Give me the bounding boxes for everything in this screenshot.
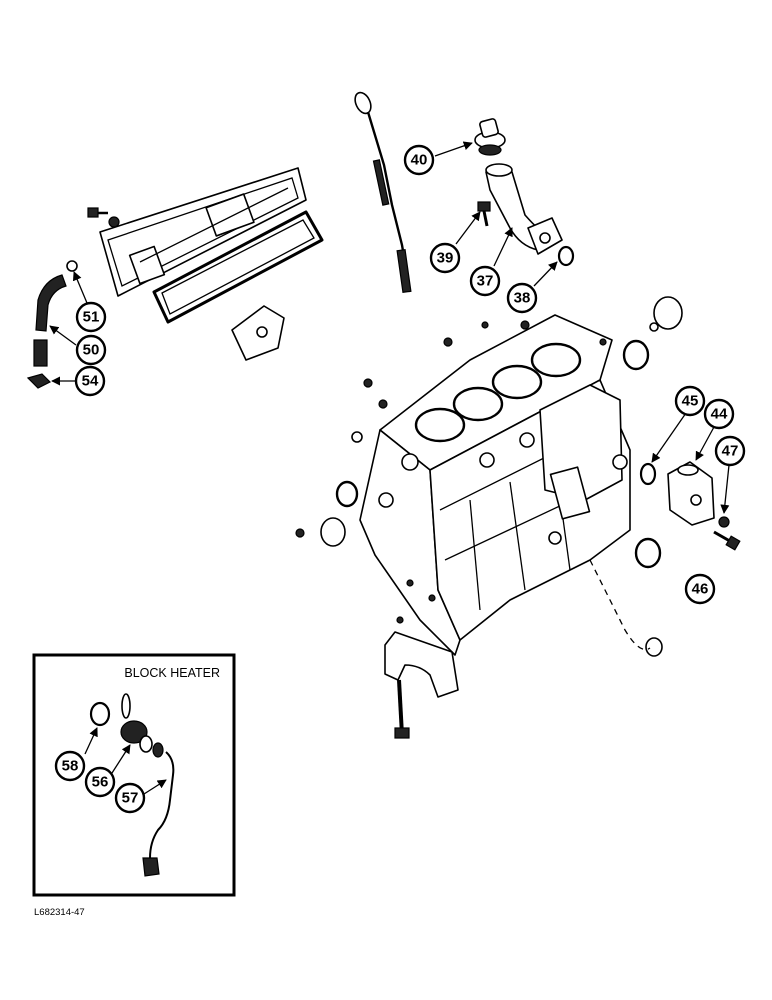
callout-39: 39: [429, 242, 461, 274]
callout-44: 44: [703, 398, 735, 430]
cylinder-block: [359, 314, 631, 656]
housing-bolt: [713, 530, 741, 551]
callout-46-label: 46: [692, 581, 709, 598]
callout-40: 40: [403, 144, 435, 176]
oil-filler-tube: [485, 163, 563, 255]
callout-39-label: 39: [437, 250, 454, 267]
callout-37: 37: [469, 265, 501, 297]
callout-50-label: 50: [83, 342, 100, 359]
callout-58: 58: [54, 750, 86, 782]
tappet-cover: [99, 167, 307, 297]
callout-50: 50: [75, 334, 107, 366]
callout-56: 56: [84, 766, 116, 798]
callout-37-label: 37: [477, 273, 494, 290]
oil-filler-cap: [474, 118, 506, 156]
callout-47: 47: [714, 435, 746, 467]
water-outlet-housing: [667, 461, 715, 526]
callout-51-label: 51: [83, 309, 100, 326]
callout-57-label: 57: [122, 790, 139, 807]
callout-57: 57: [114, 782, 146, 814]
hose-fitting: [26, 373, 52, 389]
heater-o-ring: [89, 701, 111, 727]
hose-clamp: [66, 260, 78, 272]
housing-nut: [718, 516, 730, 528]
callout-51: 51: [75, 301, 107, 333]
tappet-cover-gasket: [152, 210, 324, 324]
figure-code: L682314-47: [34, 907, 85, 918]
heater-cord: [142, 751, 175, 877]
leader-lines: [49, 141, 730, 514]
heater-element: [120, 693, 164, 758]
breather-hose: [33, 274, 67, 367]
callout-40-label: 40: [411, 152, 428, 169]
dipstick: [354, 91, 412, 294]
callout-45-label: 45: [682, 393, 699, 410]
callout-45: 45: [674, 385, 706, 417]
main-bearing-cap: [384, 631, 459, 698]
thermostat-seal-ring: [639, 462, 657, 486]
bearing-cap-bolt: [394, 679, 410, 739]
callout-47-label: 47: [722, 443, 739, 460]
small-plugs: [295, 320, 659, 624]
expansion-plugs: [320, 296, 683, 657]
callout-38: 38: [506, 282, 538, 314]
filler-tube-bolt: [477, 201, 491, 227]
callout-54: 54: [74, 365, 106, 397]
callout-46: 46: [684, 573, 716, 605]
callout-56-label: 56: [92, 774, 109, 791]
callout-58-label: 58: [62, 758, 79, 775]
callout-38-label: 38: [514, 290, 531, 307]
callout-44-label: 44: [711, 406, 728, 423]
breather-plate: [231, 305, 285, 361]
callout-54-label: 54: [82, 373, 99, 390]
filler-tube-o-ring: [557, 245, 575, 267]
block-heater-inset: BLOCK HEATER 58 56 57: [32, 653, 236, 897]
cover-screw: [87, 207, 120, 228]
inset-title: BLOCK HEATER: [124, 666, 220, 680]
